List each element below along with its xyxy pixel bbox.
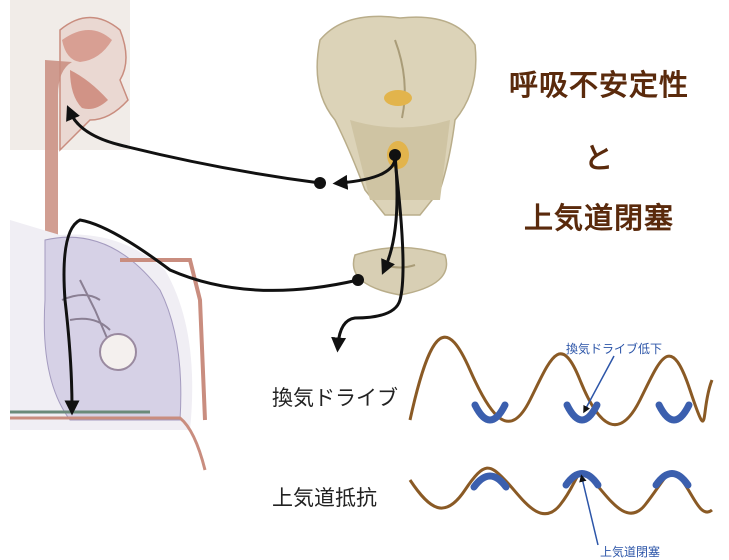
ventilatory-drive-wave bbox=[410, 337, 712, 425]
resistance-peak-highlight-3 bbox=[656, 474, 688, 486]
resistance-annotation: 上気道閉塞 bbox=[600, 543, 660, 560]
title-line-2: と bbox=[489, 135, 709, 177]
title-line-3: 上気道閉塞 bbox=[489, 195, 709, 237]
drive-dip-highlight-2 bbox=[567, 405, 597, 420]
resistance-wave-label: 上気道抵抗 bbox=[272, 482, 377, 512]
resistance-annotation-pointer bbox=[582, 478, 598, 545]
drive-annotation: 換気ドライブ低下 bbox=[566, 340, 662, 357]
airway-resistance-wave bbox=[410, 468, 712, 545]
drive-wave-label: 換気ドライブ bbox=[272, 382, 398, 412]
drive-dip-highlight-3 bbox=[659, 405, 689, 420]
resistance-peak-highlight-1 bbox=[474, 476, 506, 487]
drive-annotation-pointer bbox=[585, 356, 614, 410]
title-line-1: 呼吸不安定性 bbox=[489, 62, 709, 104]
lung-thorax-illustration bbox=[10, 220, 205, 470]
